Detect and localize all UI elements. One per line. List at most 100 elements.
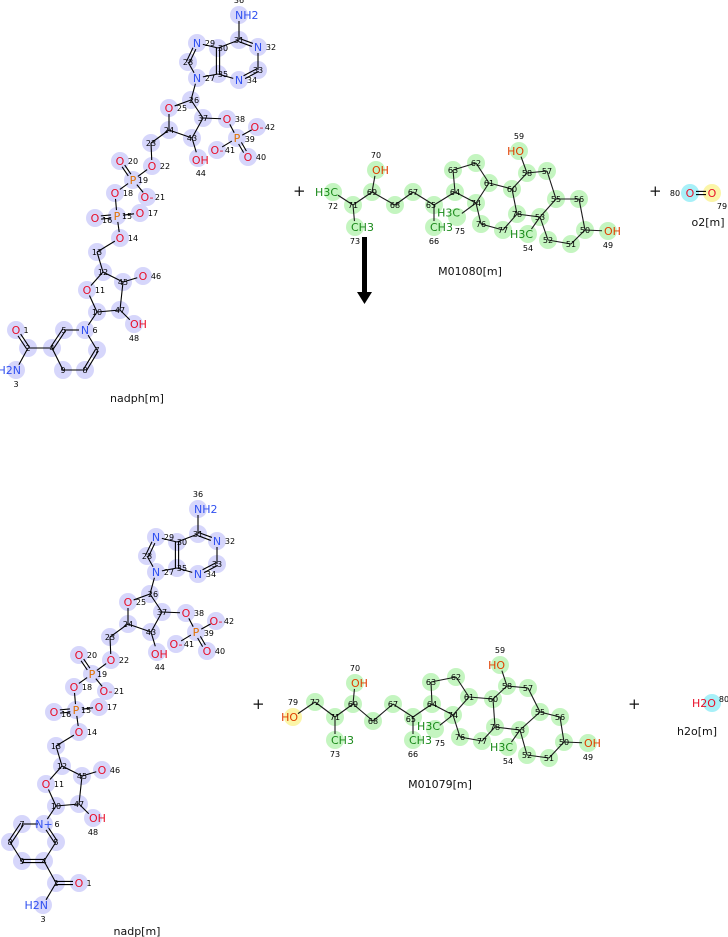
single-bond — [73, 692, 77, 705]
atom-number: 7 — [19, 820, 24, 829]
atom-label: HO — [488, 659, 505, 672]
atom-number: 44 — [196, 169, 206, 178]
double-bond — [83, 658, 91, 669]
plus-sign-3: + — [252, 695, 265, 713]
atom-number: 75 — [435, 739, 445, 748]
atom-highlight — [143, 157, 161, 175]
atom-number: 64 — [450, 188, 460, 197]
atom-number: 11 — [54, 780, 64, 789]
double-bond — [238, 40, 253, 47]
single-bond — [430, 681, 433, 705]
atom-number: 35 — [177, 564, 187, 573]
single-bond — [371, 191, 396, 206]
double-bond — [203, 564, 219, 574]
atom-number: 73 — [350, 237, 360, 246]
atom-number: 42 — [224, 617, 234, 626]
atom-number: 53 — [535, 213, 545, 222]
atom-number: 47 — [74, 800, 84, 809]
atom-number: 41 — [184, 640, 194, 649]
atom-number: 58 — [522, 169, 532, 178]
atom-number: 52 — [543, 236, 553, 245]
atom-label: H3C — [417, 720, 440, 733]
single-bond — [190, 83, 196, 101]
atom-number: 3 — [13, 380, 18, 389]
double-bond — [100, 214, 111, 217]
atom-number: 23 — [146, 139, 156, 148]
single-bond — [176, 567, 193, 573]
double-bond — [188, 48, 197, 63]
atom-number: 35 — [218, 70, 228, 79]
single-bond — [117, 221, 120, 233]
single-bond — [412, 703, 433, 718]
atom-label: N — [152, 531, 160, 544]
single-bond — [352, 688, 355, 705]
single-bond — [87, 311, 98, 326]
atom-number: 43 — [187, 134, 197, 143]
single-bond — [480, 223, 504, 231]
atom-highlight — [93, 761, 111, 779]
atom-label: O — [70, 681, 79, 694]
atom-number: 28 — [142, 552, 152, 561]
single-bond — [372, 703, 394, 722]
atom-number: 21 — [155, 193, 165, 202]
atom-number: 33 — [212, 560, 222, 569]
single-bond — [526, 170, 548, 174]
atom-number: 51 — [566, 240, 576, 249]
atom-highlight — [249, 38, 267, 56]
atom-highlight — [160, 99, 178, 117]
atom-number: 55 — [535, 708, 545, 717]
single-bond — [547, 239, 572, 245]
double-bond — [244, 70, 260, 80]
atom-number: 15 — [81, 706, 91, 715]
atom-number: 78 — [490, 723, 500, 732]
atom-number: 77 — [498, 226, 508, 235]
atom-number: 3 — [40, 915, 45, 924]
atom-number: 48 — [129, 334, 139, 343]
single-bond — [18, 347, 29, 365]
atom-number: 76 — [455, 733, 465, 742]
single-bond — [96, 251, 104, 273]
single-bond — [488, 182, 513, 190]
single-bond — [452, 162, 477, 171]
atom-number: 2 — [25, 344, 30, 353]
atom-label: O — [203, 645, 212, 658]
single-bond — [531, 216, 541, 230]
atom-number: 33 — [253, 66, 263, 75]
single-bond — [439, 714, 454, 726]
atom-number: 9 — [19, 857, 24, 866]
atom-number: 27 — [164, 568, 174, 577]
double-bond — [202, 562, 217, 571]
double-bond — [197, 534, 212, 541]
single-bond — [137, 169, 148, 177]
atom-highlight — [499, 738, 517, 756]
atom-number: 78 — [512, 210, 522, 219]
single-bond — [412, 191, 435, 206]
single-bond — [187, 61, 195, 74]
atom-number: 27 — [205, 74, 215, 83]
atom-number: 11 — [95, 286, 105, 295]
double-bond — [50, 328, 64, 348]
single-bond — [191, 117, 204, 139]
single-bond — [519, 711, 541, 731]
single-bond — [95, 678, 103, 687]
single-bond — [221, 140, 233, 148]
atom-number: 66 — [429, 237, 439, 246]
atom-number: 69 — [348, 700, 358, 709]
atom-label: H2O — [692, 697, 716, 710]
molecule-M01079[interactable]: OH4950515253H3C5455565758HO5960616263646… — [281, 646, 601, 791]
atom-number: 63 — [426, 678, 436, 687]
atom-highlight — [148, 643, 166, 661]
atom-label: H2N — [0, 364, 21, 377]
atom-highlight — [248, 118, 266, 136]
single-bond — [511, 188, 518, 215]
single-bond — [149, 593, 163, 613]
atom-number: 58 — [502, 682, 512, 691]
single-bond — [122, 213, 135, 216]
single-bond — [563, 741, 583, 744]
atom-number: 29 — [164, 533, 174, 542]
